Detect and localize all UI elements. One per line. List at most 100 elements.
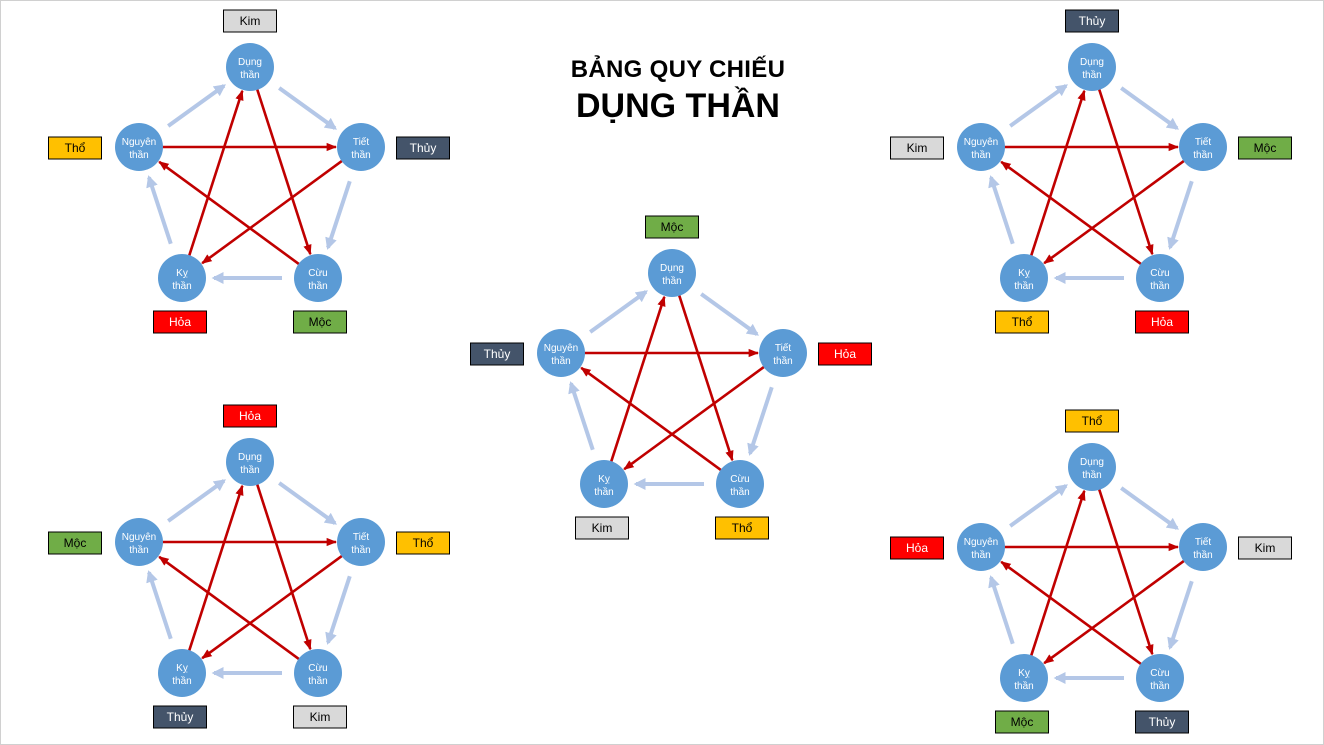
element-text: Thổ	[1012, 315, 1033, 329]
node-circle	[1068, 443, 1116, 491]
generating-arrow	[167, 84, 226, 128]
node-label: Tiết	[775, 342, 792, 354]
controlling-arrow	[201, 153, 353, 265]
element-label-nguyen: Thổ	[48, 136, 102, 160]
node-circle	[537, 329, 585, 377]
controlling-arrow	[1026, 489, 1086, 667]
element-text: Mộc	[309, 315, 332, 329]
element-label-ky: Thổ	[995, 310, 1049, 334]
element-label-cuu: Mộc	[293, 310, 347, 334]
node-label: thần	[308, 280, 327, 292]
node-label: Kỵ	[598, 474, 610, 485]
controlling-arrow	[1000, 160, 1152, 272]
node-label: Nguyên	[964, 137, 998, 148]
node-circle	[294, 649, 342, 697]
node-label: Nguyên	[544, 343, 578, 354]
generating-arrow	[1167, 180, 1194, 250]
element-text: Thổ	[1082, 414, 1103, 428]
generating-arrow	[278, 481, 337, 525]
node-label: Tiết	[1195, 136, 1212, 148]
node-label: thần	[351, 149, 370, 161]
controlling-arrow	[606, 295, 666, 473]
node-label: thần	[1014, 680, 1033, 692]
controlling-arrow	[158, 160, 310, 272]
generating-arrow	[988, 175, 1015, 245]
element-text: Hỏa	[834, 347, 856, 361]
element-box	[995, 310, 1049, 334]
node-circle	[294, 254, 342, 302]
node-circle	[158, 254, 206, 302]
controlling-arrow	[1094, 478, 1154, 656]
node-label: Cừu	[308, 268, 327, 279]
controlling-arrow	[1094, 78, 1154, 256]
node-circle	[580, 460, 628, 508]
element-box	[1065, 9, 1119, 33]
element-text: Thủy	[167, 710, 194, 724]
node-label: Tiết	[353, 136, 370, 148]
element-label-ky: Mộc	[995, 710, 1049, 734]
element-label-dung: Mộc	[645, 215, 699, 239]
generating-arrow	[568, 381, 595, 451]
element-box	[1135, 310, 1189, 334]
element-label-dung: Thổ	[1065, 409, 1119, 433]
element-text: Mộc	[1011, 715, 1034, 729]
element-box	[890, 136, 944, 160]
node-circle	[226, 43, 274, 91]
controlling-arrow	[201, 548, 353, 660]
element-text: Thổ	[732, 521, 753, 535]
pentagon-diagram-bottom-left: DụngthầnHỏaTiếtthầnThổCừuthầnKimKỵthầnTh…	[48, 404, 450, 729]
generating-arrow	[1009, 484, 1068, 528]
element-label-nguyen: Kim	[890, 136, 944, 160]
node-label: thần	[240, 69, 259, 81]
node-label: thần	[662, 275, 681, 287]
controlling-arrow	[184, 89, 244, 267]
element-box	[575, 516, 629, 540]
controlling-arrow	[1000, 560, 1152, 672]
node-label: Dụng	[660, 263, 684, 274]
pentagon-diagram-bottom-right: DụngthầnThổTiếtthầnKimCừuthầnThủyKỵthầnM…	[890, 409, 1292, 734]
node-label: thần	[351, 544, 370, 556]
element-box	[223, 9, 277, 33]
element-text: Thổ	[65, 141, 86, 155]
node-label: thần	[1150, 280, 1169, 292]
controlling-arrow	[158, 555, 310, 667]
node-circle	[1179, 523, 1227, 571]
node-circle	[226, 438, 274, 486]
node-label: Nguyên	[122, 532, 156, 543]
controlling-arrow	[674, 284, 734, 462]
node-label: thần	[1082, 69, 1101, 81]
generating-arrow	[1009, 84, 1068, 128]
node-label: thần	[1193, 549, 1212, 561]
node-label: Tiết	[353, 531, 370, 543]
node-circle	[337, 518, 385, 566]
page-title: BẢNG QUY CHIẾU DỤNG THẦN	[478, 54, 878, 126]
element-box	[645, 215, 699, 239]
pentagon-diagram-top-left: DụngthầnKimTiếtthầnThủyCừuthầnMộcKỵthầnH…	[48, 9, 450, 334]
node-label: thần	[551, 355, 570, 367]
element-label-nguyen: Mộc	[48, 531, 102, 555]
node-circle	[957, 523, 1005, 571]
node-label: Kỵ	[176, 268, 188, 279]
element-box	[48, 531, 102, 555]
node-circle	[1179, 123, 1227, 171]
element-label-tiet: Thổ	[396, 531, 450, 555]
node-label: Dụng	[1080, 57, 1104, 68]
node-label: thần	[971, 549, 990, 561]
element-text: Mộc	[661, 220, 684, 234]
node-label: Nguyên	[964, 537, 998, 548]
